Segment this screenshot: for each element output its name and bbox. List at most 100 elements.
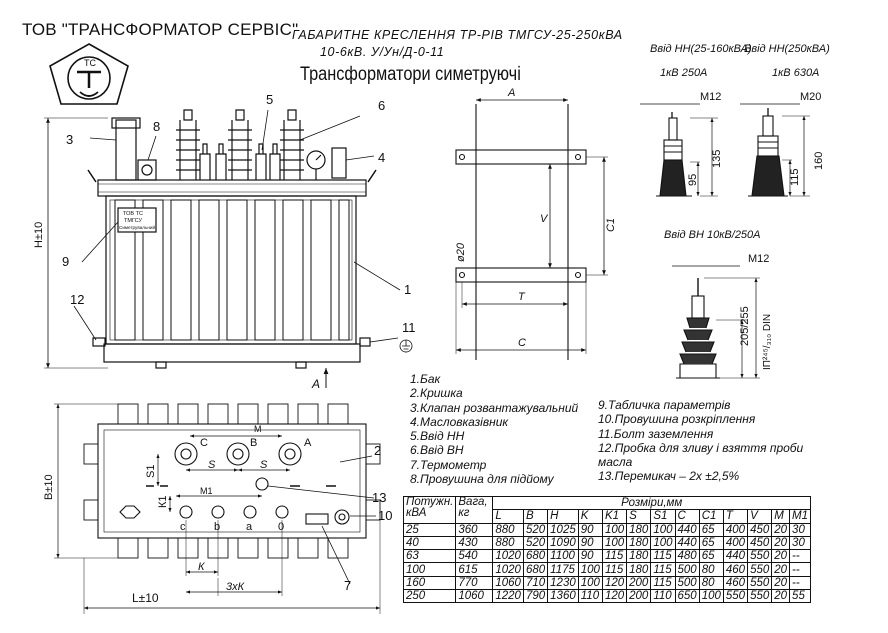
table-cell: 40 xyxy=(402,535,457,551)
table-cell: 540 xyxy=(455,549,494,564)
table-cell: 100 xyxy=(601,535,628,551)
column-header: S1 xyxy=(650,509,676,524)
table-cell: 1360 xyxy=(547,589,579,604)
front-callouts: 3 8 5 6 4 9 1 12 11 xyxy=(62,92,416,335)
svg-text:0: 0 xyxy=(278,521,284,533)
svg-text:b: b xyxy=(214,521,220,533)
table-cell: 550 xyxy=(747,575,773,591)
table-cell: 65 xyxy=(698,549,724,564)
svg-text:С: С xyxy=(200,437,208,449)
table-cell: 790 xyxy=(522,589,549,604)
table-cell: 440 xyxy=(674,535,700,551)
company-name: ТОВ "ТРАНСФОРМАТОР СЕРВІС" xyxy=(22,20,299,39)
table-cell: 500 xyxy=(674,575,700,591)
svg-text:М20: М20 xyxy=(800,91,821,103)
product-title: Трансформатори симетруючі xyxy=(300,64,521,85)
legend-item: 13.Перемикач – 2х ±2,5% xyxy=(598,469,740,484)
column-header: H xyxy=(547,509,579,524)
svg-text:а: а xyxy=(246,521,253,533)
svg-text:В±10: В±10 xyxy=(43,474,55,500)
svg-text:М: М xyxy=(254,424,262,434)
table-cell: 120 xyxy=(601,575,628,591)
table-cell: 63 xyxy=(402,549,457,564)
table-cell: 450 xyxy=(747,535,773,551)
svg-text:Ввід ВН 10кВ/250А: Ввід ВН 10кВ/250А xyxy=(664,229,761,241)
callout-1: 1 xyxy=(404,282,411,297)
callout-4: 4 xyxy=(378,150,385,165)
table-cell: 440 xyxy=(674,522,700,537)
column-header: T xyxy=(722,509,749,524)
table-cell: 90 xyxy=(577,535,603,551)
radiator-fins xyxy=(114,199,350,341)
table-cell: 770 xyxy=(455,575,494,591)
side-view xyxy=(455,98,608,360)
svg-text:13: 13 xyxy=(372,490,386,505)
svg-text:М12: М12 xyxy=(700,91,721,103)
table-cell: 1025 xyxy=(547,522,579,537)
svg-text:С1: С1 xyxy=(605,218,617,232)
legend-item: 6.Ввід ВН xyxy=(410,443,464,458)
column-header: S xyxy=(626,509,652,524)
legend-item: 12.Пробка для зливу і взяття проби масла xyxy=(598,440,804,470)
legend-item: 5.Ввід НН xyxy=(410,429,465,444)
header-mass: Вага, кг xyxy=(455,496,494,524)
callout-5: 5 xyxy=(266,92,273,107)
svg-text:135: 135 xyxy=(711,150,723,168)
svg-text:L±10: L±10 xyxy=(132,591,159,605)
legend-left: 1.Бак 2.Кришка 3.Клапан розвантажувальни… xyxy=(410,372,578,486)
table-cell: 20 xyxy=(771,575,791,591)
table-cell: 1020 xyxy=(492,562,524,577)
table-cell: 180 xyxy=(626,522,652,537)
table-cell: 1175 xyxy=(547,562,579,577)
table-cell: 65 xyxy=(698,522,724,537)
drawing-subtitle: 10-6кВ. У/Ун/Д-0-11 xyxy=(320,45,445,59)
height-dim-label: Н±10 xyxy=(33,222,45,248)
logo-letters: ТС xyxy=(84,58,96,68)
table-cell: 100 xyxy=(577,562,603,577)
column-header: L xyxy=(492,509,524,524)
table-cell: 400 xyxy=(722,535,749,551)
legend-item: 4.Масловказівник xyxy=(410,414,509,429)
table-cell: 200 xyxy=(626,589,652,604)
table-cell: 480 xyxy=(674,549,700,564)
svg-text:ТМГСУ: ТМГСУ xyxy=(124,218,142,224)
svg-text:160: 160 xyxy=(813,152,825,170)
column-header: M xyxy=(771,509,791,524)
svg-text:М1: М1 xyxy=(200,486,213,496)
table-cell: 20 xyxy=(771,549,791,564)
table-cell: 460 xyxy=(722,575,749,591)
svg-text:1кВ 630А: 1кВ 630А xyxy=(772,67,819,79)
lv-terminal-small xyxy=(640,103,718,197)
drawing-title: ГАБАРИТНЕ КРЕСЛЕННЯ ТР-РІВ ТМГСУ-25-250к… xyxy=(292,28,623,42)
table-cell: 550 xyxy=(747,549,773,564)
table-cell: 20 xyxy=(771,562,791,577)
table-cell: 115 xyxy=(650,549,676,564)
svg-text:95: 95 xyxy=(687,174,699,186)
callout-11: 11 xyxy=(402,320,416,335)
table-cell: 450 xyxy=(747,522,773,537)
table-cell: 1060 xyxy=(455,589,494,604)
callout-12: 12 xyxy=(70,292,84,307)
table-cell: 710 xyxy=(522,575,549,591)
svg-text:С: С xyxy=(518,337,526,349)
table-cell: 55 xyxy=(789,589,812,604)
table-cell: 100 xyxy=(698,589,724,604)
table-cell: 20 xyxy=(771,589,791,604)
nameplate xyxy=(117,207,157,233)
table-cell: 1020 xyxy=(492,549,524,564)
table-cell: 440 xyxy=(722,549,749,564)
table-cell: -- xyxy=(789,549,812,564)
legend-item: 11.Болт заземлення xyxy=(598,426,714,441)
column-header: C xyxy=(674,509,700,524)
relief-valve xyxy=(115,119,137,181)
table-cell: 160 xyxy=(402,575,457,591)
table-cell: 20 xyxy=(771,535,791,551)
table-cell: 80 xyxy=(698,562,724,577)
svg-text:S1: S1 xyxy=(145,465,157,478)
svg-text:с: с xyxy=(180,521,186,533)
table-cell: 430 xyxy=(455,535,494,551)
legend-item: 9.Табличка параметрів xyxy=(598,398,731,412)
svg-text:S: S xyxy=(208,459,216,471)
